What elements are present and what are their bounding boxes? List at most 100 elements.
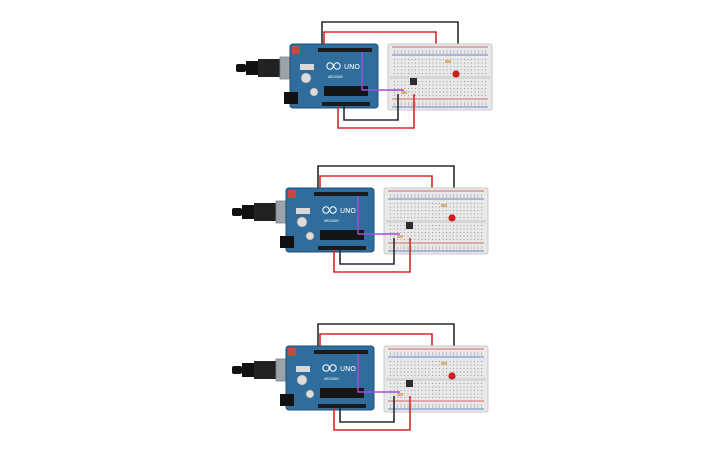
usb-connector [258, 59, 280, 77]
pushbutton-icon[interactable] [410, 78, 417, 85]
hole [443, 88, 444, 89]
hole [401, 50, 402, 52]
hole [404, 397, 405, 398]
hole [446, 390, 447, 391]
led-icon[interactable] [448, 372, 456, 380]
digital-header[interactable] [318, 48, 372, 52]
hole [436, 62, 437, 64]
pushbutton-icon[interactable] [406, 380, 413, 387]
hole [425, 102, 427, 104]
hole [481, 239, 482, 240]
hole [435, 228, 437, 230]
hole [407, 232, 409, 233]
hole [449, 246, 451, 248]
resistor-2-icon[interactable] [397, 393, 403, 396]
hole [457, 88, 458, 89]
wire-purple-signal[interactable] [357, 354, 400, 393]
wire-red-bottom[interactable] [333, 396, 411, 431]
hole [404, 364, 405, 366]
hole [435, 352, 437, 354]
hole [390, 206, 391, 208]
hole [425, 203, 426, 204]
hole [428, 404, 430, 406]
resistor-2-icon[interactable] [401, 91, 407, 94]
hole [485, 95, 486, 96]
hole [453, 59, 455, 60]
led-icon[interactable] [448, 214, 456, 222]
hole [460, 368, 461, 369]
hole [401, 81, 402, 82]
hole [408, 66, 409, 67]
pushbutton-icon[interactable] [406, 222, 413, 229]
hole [481, 102, 483, 104]
hole [390, 235, 391, 237]
hole [432, 390, 433, 391]
hole [478, 95, 479, 96]
analog-header[interactable] [318, 404, 366, 408]
digital-header[interactable] [314, 192, 368, 196]
reset-button[interactable] [288, 190, 296, 198]
wire-purple-signal[interactable] [357, 196, 400, 235]
hole [481, 248, 482, 250]
reset-button[interactable] [292, 46, 300, 54]
hole [443, 95, 444, 96]
hole [418, 84, 420, 86]
hole [443, 91, 444, 93]
resistor-icon[interactable] [441, 362, 447, 365]
reset-button[interactable] [288, 348, 296, 356]
hole [457, 59, 458, 60]
hole [428, 393, 430, 395]
hole [432, 354, 433, 356]
hole [446, 66, 448, 67]
analog-header[interactable] [322, 102, 370, 106]
resistor-icon[interactable] [445, 60, 451, 63]
wire-black-bottom[interactable] [339, 238, 395, 265]
hole [432, 50, 434, 52]
hole [442, 404, 444, 406]
hole [404, 88, 406, 89]
hole [446, 352, 447, 354]
infinity-right [333, 62, 341, 70]
wire-purple-signal[interactable] [361, 52, 404, 91]
wire-black-bottom[interactable] [343, 94, 399, 121]
hole [481, 66, 483, 67]
hole [418, 404, 419, 406]
hole [393, 232, 395, 233]
analog-header[interactable] [318, 246, 366, 250]
hole [414, 235, 416, 237]
wire-red-bottom[interactable] [333, 238, 411, 273]
hole [439, 81, 441, 82]
hole [414, 210, 416, 211]
hole [422, 91, 423, 93]
hole [421, 364, 423, 366]
hole [411, 235, 412, 237]
hole [418, 196, 419, 198]
hole [477, 375, 479, 376]
hole [418, 210, 419, 211]
hole [463, 210, 465, 211]
wire-black-bottom[interactable] [339, 396, 395, 423]
breadboard[interactable] [387, 43, 493, 111]
hole [425, 66, 427, 67]
hole [477, 386, 479, 388]
digital-header[interactable] [314, 350, 368, 354]
wire-red-bottom[interactable] [337, 94, 415, 129]
hole [404, 361, 405, 362]
resistor-icon[interactable] [441, 204, 447, 207]
hole [485, 88, 486, 89]
hole [432, 397, 433, 398]
hole [411, 361, 412, 362]
led-icon[interactable] [452, 70, 460, 78]
breadboard[interactable] [383, 187, 489, 255]
hole [477, 232, 479, 233]
breadboard[interactable] [383, 345, 489, 413]
resistor-2-icon[interactable] [397, 235, 403, 238]
hole [470, 206, 472, 208]
usb-cable-icon [232, 200, 291, 224]
